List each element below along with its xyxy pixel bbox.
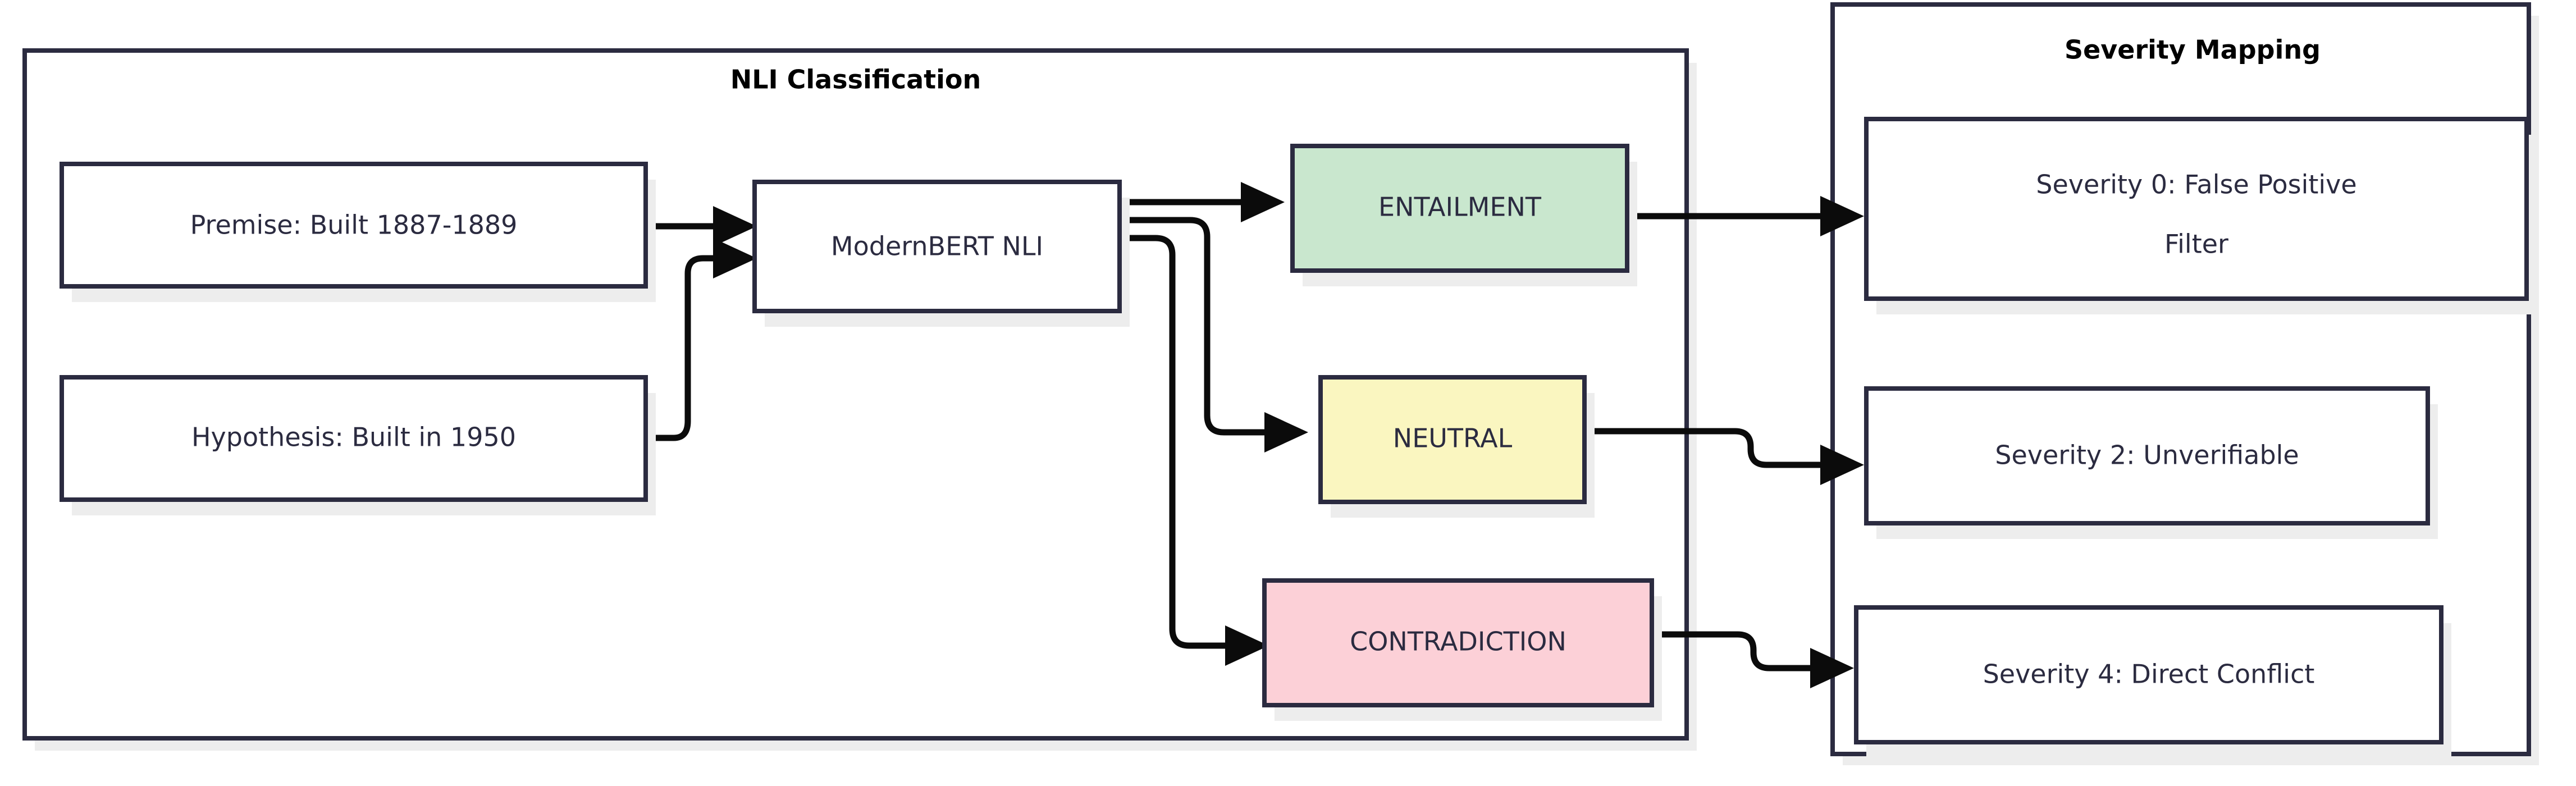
edge-model-to-neutral [1129,217,1308,453]
edge-entailment-to-sev0 [1628,196,1864,236]
cluster-severity-title: Severity Mapping [2065,35,2321,65]
node-hypothesis[interactable]: Hypothesis: Built in 1950 [60,375,656,515]
edge-model-to-entailment [1129,182,1285,222]
edge-neutral-to-sev2 [1583,428,1864,485]
node-sev0-label-line1: Severity 0: False Positive [2036,170,2356,200]
node-severity-2[interactable]: Severity 2: Unverifiable [1864,386,2438,539]
node-premise[interactable]: Premise: Built 1887-1889 [60,162,656,302]
node-entailment-box[interactable] [1290,144,1629,273]
node-contradiction-box[interactable] [1262,578,1654,707]
node-sev0-label-line2: Filter [2164,229,2228,259]
node-sev2-box[interactable] [1864,386,2430,525]
node-entailment-label: ENTAILMENT [1378,192,1542,222]
node-severity-0[interactable]: Severity 0: False Positive Filter [1864,117,2537,314]
node-hypothesis-box[interactable] [60,375,648,502]
edge-contradiction-to-sev4 [1654,631,1854,688]
node-premise-box[interactable] [60,162,648,289]
node-sev4-label: Severity 4: Direct Conflict [1983,659,2315,689]
node-sev2-label: Severity 2: Unverifiable [1995,440,2299,470]
node-contradiction-label: CONTRADICTION [1350,627,1566,657]
node-model-label: ModernBERT NLI [831,231,1043,262]
node-model-box[interactable] [752,180,1122,313]
node-severity-4[interactable]: Severity 4: Direct Conflict [1854,605,2451,758]
node-premise-label: Premise: Built 1887-1889 [190,210,518,240]
node-sev0-box[interactable] [1864,117,2529,301]
node-entailment[interactable]: ENTAILMENT [1290,144,1637,286]
node-sev4-box[interactable] [1854,605,2443,744]
node-hypothesis-label: Hypothesis: Built in 1950 [191,422,516,453]
node-modernbert-nli[interactable]: ModernBERT NLI [752,180,1130,327]
node-neutral-box[interactable] [1318,375,1587,504]
edge-premise-to-model [648,206,757,246]
edge-hypothesis-to-model [648,238,757,441]
node-contradiction[interactable]: CONTRADICTION [1262,578,1662,721]
node-neutral-label: NEUTRAL [1393,423,1513,454]
cluster-nli-title: NLI Classification [730,65,981,95]
node-neutral[interactable]: NEUTRAL [1318,375,1595,518]
edge-model-to-contradiction [1129,235,1269,666]
